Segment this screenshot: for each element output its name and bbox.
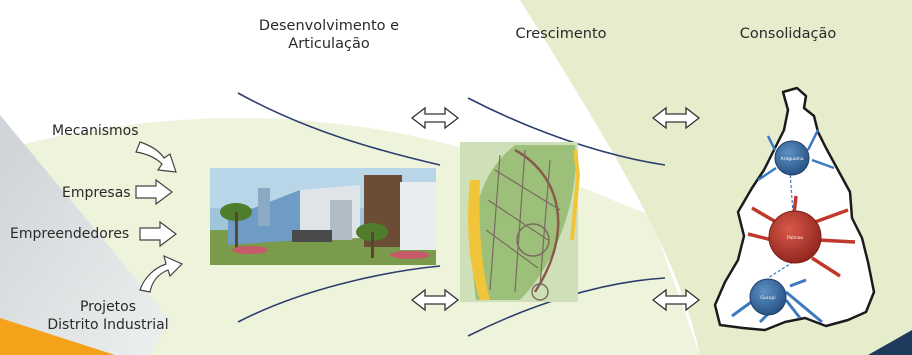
stage-title-development: Desenvolvimento e Articulação bbox=[244, 17, 414, 53]
growth-curve-upper bbox=[467, 97, 666, 166]
background-gray-wedge bbox=[0, 115, 170, 355]
curved-up-arrow-icon bbox=[139, 254, 184, 293]
input-label-projects-line1: Projetos bbox=[79, 299, 137, 315]
double-arrow-icon bbox=[410, 288, 460, 312]
double-arrow-icon bbox=[651, 288, 701, 312]
stage-title-development-line1: Desenvolvimento e bbox=[258, 18, 400, 34]
input-label-projects-line2: Distrito Industrial bbox=[47, 317, 169, 333]
input-label-projects: Projetos Distrito Industrial bbox=[38, 298, 178, 334]
funnel-curve-upper bbox=[237, 92, 441, 166]
city-node-center: Palmas bbox=[768, 210, 822, 264]
double-arrow-icon bbox=[410, 106, 460, 130]
right-arrow-icon bbox=[135, 178, 173, 206]
city-label-north: Araguaína bbox=[780, 155, 803, 162]
double-arrow-icon bbox=[651, 106, 701, 130]
stage-title-growth: Crescimento bbox=[515, 26, 607, 42]
tocantins-map: Araguaína Palmas Gurupi bbox=[713, 86, 876, 332]
background-navy-corner bbox=[868, 330, 912, 355]
stage-title-development-line2: Articulação bbox=[288, 36, 370, 52]
stage-title-consolidation: Consolidação bbox=[739, 26, 837, 42]
urban-plan-image bbox=[460, 142, 581, 302]
input-label-companies: Empresas bbox=[62, 185, 131, 201]
city-label-center: Palmas bbox=[787, 235, 804, 241]
input-label-entrepreneurs: Empreendedores bbox=[10, 226, 130, 242]
curved-arrow-icon bbox=[135, 141, 177, 173]
funnel-curve-lower bbox=[237, 265, 441, 323]
input-label-mechanisms: Mecanismos bbox=[52, 123, 139, 139]
industrial-building-image bbox=[210, 168, 436, 265]
right-arrow-icon bbox=[139, 220, 177, 248]
city-label-south: Gurupi bbox=[760, 295, 775, 301]
background-orange-corner bbox=[0, 318, 115, 355]
city-node-north: Araguaína bbox=[774, 140, 810, 176]
city-node-south: Gurupi bbox=[749, 278, 787, 316]
